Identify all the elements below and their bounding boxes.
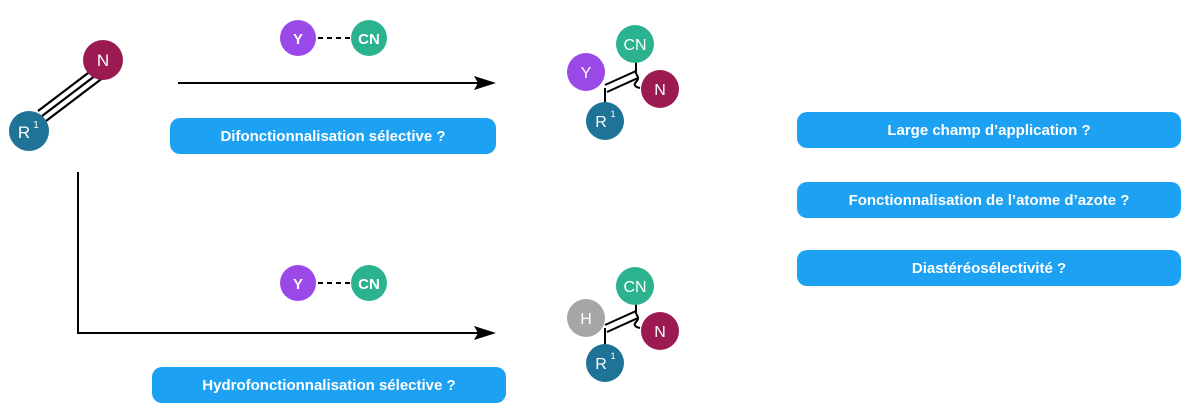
atom-label: 1 <box>610 351 615 361</box>
cn-circle <box>616 267 654 305</box>
nitrile-starting-material: R 1 N <box>9 40 123 151</box>
atom-label: Y <box>293 276 303 293</box>
arrow-difunctionalisation <box>178 76 496 90</box>
cn-circle <box>351 20 387 56</box>
atom-label: H <box>580 311 592 328</box>
atom-label: N <box>654 324 666 341</box>
pill-question-nitrogen: Fonctionnalisation de l’atome d’azote ? <box>797 182 1181 218</box>
atom-label: R <box>595 114 607 131</box>
atom-label: N <box>654 82 666 99</box>
h-circle <box>567 299 605 337</box>
n-atom: N <box>83 40 123 80</box>
atom-label: Y <box>293 31 303 48</box>
n-circle <box>83 40 123 80</box>
r1-circle <box>586 344 624 382</box>
atom-label: 1 <box>610 109 615 119</box>
atom-label: CN <box>358 31 380 48</box>
pill-question-scope: Large champ d’application ? <box>797 112 1181 148</box>
triple-bond <box>37 66 105 122</box>
atom-label: CN <box>623 279 646 296</box>
pill-hydrofunctionalisation: Hydrofonctionnalisation sélective ? <box>152 367 506 403</box>
cn-circle <box>351 265 387 301</box>
atom-label: 1 <box>33 120 39 131</box>
product-difunctionalised: CN Y N R 1 <box>567 25 679 140</box>
r1-circle <box>586 102 624 140</box>
cn-circle <box>616 25 654 63</box>
atom-label: Y <box>581 65 592 82</box>
y-circle <box>280 20 316 56</box>
pill-difunctionalisation: Difonctionnalisation sélective ? <box>170 118 496 154</box>
r1-group: R 1 <box>9 111 49 151</box>
atom-label: CN <box>623 37 646 54</box>
y-circle <box>567 53 605 91</box>
product-hydrofunctionalised: CN H N R 1 <box>567 267 679 382</box>
atom-label: R <box>595 356 607 373</box>
y-circle <box>280 265 316 301</box>
arrow-hydrofunctionalisation <box>77 172 496 340</box>
atom-label: N <box>97 51 109 70</box>
n-circle <box>641 312 679 350</box>
atom-label: CN <box>358 276 380 293</box>
atom-label: R <box>18 123 30 142</box>
reagent-top: Y CN <box>280 20 387 56</box>
pill-question-diastereo: Diastéréosélectivité ? <box>797 250 1181 286</box>
reagent-bottom: Y CN <box>280 265 387 301</box>
n-circle <box>641 70 679 108</box>
r1-circle <box>9 111 49 151</box>
